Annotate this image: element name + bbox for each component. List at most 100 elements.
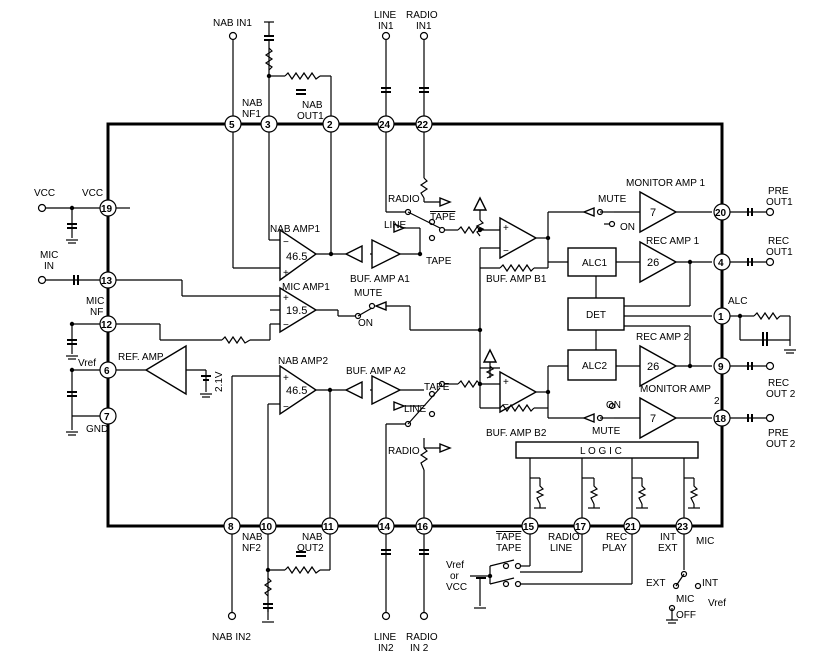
vref-b-label: Vref [446,560,464,571]
arrow-icon [472,196,488,211]
vcc-int-label: VCC [82,188,103,199]
pin-numbers: 5 3 2 24 22 19 13 12 6 7 20 4 1 9 18 8 1… [101,120,727,533]
voltage-label: 2.1V [214,371,225,392]
mic-sw-label: MIC [676,594,694,605]
mic-amp1-gain: 19.5 [286,305,307,317]
alc1-box [567,247,617,277]
pin-circles [99,115,731,535]
alc2-label: ALC2 [582,361,607,372]
wiring [42,40,791,612]
tape-sel-label: TAPE [496,543,522,554]
pin-9: 9 [718,362,724,373]
ext-sw-label: EXT [646,578,665,589]
mute-top-label: MUTE [598,194,627,205]
rec-play-label: PLAY [602,543,627,554]
radio2-label: RADIO [388,446,420,457]
line-in2-label: LINE [374,632,397,643]
tape-sel-bar-label: TAPE [496,532,522,543]
rec-out2-label: REC [768,378,789,389]
labels: NAB IN1 LINE IN1 RADIO IN1 NAB NF1 NAB O… [34,10,796,654]
pin-20: 20 [715,208,727,219]
radio-in1-label: RADIO [406,10,438,21]
arrow-icon [582,206,595,218]
monitor-amp2-gain: 7 [650,413,656,425]
pin-12: 12 [101,320,113,331]
pin-7: 7 [104,412,110,423]
on-bot-label: ON [606,400,621,411]
pin-15: 15 [523,522,535,533]
ground-symbols [66,21,796,624]
arrow-icon [344,244,363,264]
alc2-box [567,349,617,381]
pin-22: 22 [417,120,429,131]
rec-amp2-triangle [639,344,678,388]
rec-out2-label: OUT 2 [766,389,796,400]
or-label: or [450,571,460,582]
line2-label: LINE [404,404,427,415]
rec-play-label: REC [606,532,627,543]
nab-amp2-label: NAB AMP2 [278,356,328,367]
alc1-label: ALC1 [582,258,607,269]
nab-amp1-triangle [279,228,318,282]
int-ext-label: INT [660,532,676,543]
junction-dots [69,73,743,579]
mic-amp1-label: MIC AMP1 [282,282,330,293]
rec-out1-label: REC [768,236,789,247]
arrow-icon [582,412,595,424]
monitor-amp1-gain: 7 [650,207,656,219]
logic-label: L O G I C [580,446,622,457]
line-in2-label: IN2 [378,643,394,654]
pin-17: 17 [575,522,587,533]
amplifiers [144,190,678,454]
svg-text:−: − [283,237,289,248]
nab-nf2-label: NAB [242,532,263,543]
svg-text:+: + [283,268,289,279]
line-in1-label: LINE [374,10,397,21]
buf-amp-a2-triangle [371,374,402,406]
pin-5: 5 [229,120,235,131]
rec-amp1-gain: 26 [647,257,659,269]
ref-amp-triangle [144,344,187,396]
pin-14: 14 [379,522,391,533]
pin-4: 4 [718,258,724,269]
pin-10: 10 [261,522,273,533]
buf-amp-b2-label: BUF. AMP B2 [486,428,547,439]
monitor-amp2-label: 2 [714,396,720,407]
nab-amp2-gain: 46.5 [286,385,307,397]
det-box [567,297,625,331]
tape1-label: TAPE [426,256,452,267]
buf-amp-a1-label: BUF. AMP A1 [350,274,410,285]
arrow-icon [374,300,387,312]
mic-amp1-triangle [279,286,318,334]
nab-in1-label: NAB IN1 [213,18,252,29]
radio-line-label: RADIO [548,532,580,543]
line-in1-label: IN1 [378,21,394,32]
on-top-label: ON [620,222,635,233]
amp-polarity-marks: − + + − + − + − + − [283,223,509,413]
mic-nf-label: MIC [86,296,104,307]
svg-text:−: − [503,246,509,257]
buf-amp-b1-triangle [499,216,538,260]
radio1-label: RADIO [388,194,420,205]
external-terminals [37,31,775,621]
pin-18: 18 [715,414,727,425]
vcc-b-label: VCC [446,582,467,593]
off-sw-label: OFF [676,610,696,621]
nab-out2-label: NAB [302,532,323,543]
pin-19: 19 [101,204,113,215]
pin-11: 11 [323,522,334,533]
nab-nf1-label: NF1 [242,109,261,120]
mute-mic-label: MUTE [354,288,383,299]
nab-nf2-label: NF2 [242,543,261,554]
svg-text:+: + [503,377,509,388]
tape2-label: TAPE [424,382,450,393]
mic-nf-label: NF [90,307,103,318]
mute-bot-label: MUTE [592,426,621,437]
line1-label: LINE [384,220,407,231]
logic-box [515,441,699,459]
arrow-icon [393,400,406,412]
buf-amp-b2-triangle [499,370,538,414]
vcc-ext-label: VCC [34,188,55,199]
arrow-icon [344,380,363,400]
